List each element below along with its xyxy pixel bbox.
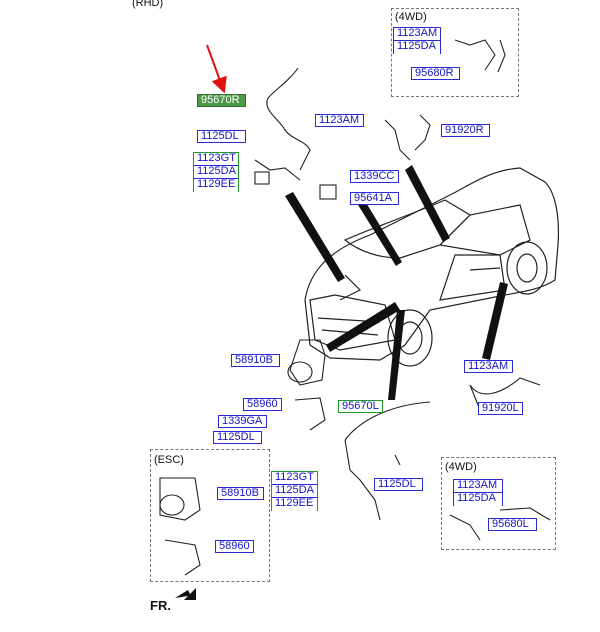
fourwd-bottom-box — [441, 457, 556, 550]
part-1123am-mid[interactable]: 1123AM — [315, 114, 364, 127]
fourwd-top-caption: (4WD) — [395, 11, 427, 23]
part-95680l[interactable]: 95680L — [488, 518, 537, 531]
part-1123am-fourwd-top[interactable]: 1123AM — [394, 28, 440, 41]
leader-strokes — [285, 165, 508, 400]
part-58960-esc[interactable]: 58960 — [215, 540, 254, 553]
rhd-caption: (RHD) — [132, 0, 164, 9]
esc-caption: (ESC) — [154, 454, 184, 466]
part-1123gt-bottom[interactable]: 1123GT — [272, 472, 317, 485]
part-95680r[interactable]: 95680R — [411, 67, 460, 80]
group-fourwd-top: 1123AM 1125DA — [393, 27, 441, 54]
part-1125da-top[interactable]: 1125DA — [194, 166, 238, 179]
red-pointer-arrow — [206, 44, 227, 94]
fourwd-top-box — [391, 8, 519, 97]
part-95670r[interactable]: 95670R — [197, 94, 246, 107]
part-91920r[interactable]: 91920R — [441, 124, 490, 137]
group-fourwd-bottom: 1123AM 1125DA — [453, 479, 503, 506]
part-1125dl-mid[interactable]: 1125DL — [213, 431, 262, 444]
group-bottom: 1123GT 1125DA 1129EE — [271, 471, 318, 511]
front-direction-arrow — [175, 588, 196, 600]
part-1125dl-top[interactable]: 1125DL — [197, 130, 246, 143]
part-58960-mid[interactable]: 58960 — [243, 398, 282, 411]
part-91920l[interactable]: 91920L — [478, 402, 523, 415]
part-95641a[interactable]: 95641A — [350, 192, 399, 205]
group-top-left: 1123GT 1125DA 1129EE — [193, 152, 239, 192]
part-1123gt-top[interactable]: 1123GT — [194, 153, 238, 166]
part-58910b-mid[interactable]: 58910B — [231, 354, 280, 367]
part-1125da-fourwd-bottom[interactable]: 1125DA — [454, 493, 502, 506]
fourwd-bottom-caption: (4WD) — [445, 461, 477, 473]
part-1339ga[interactable]: 1339GA — [218, 415, 267, 428]
part-1129ee-bottom[interactable]: 1129EE — [272, 498, 317, 511]
part-1125da-bottom[interactable]: 1125DA — [272, 485, 317, 498]
part-1339cc[interactable]: 1339CC — [350, 170, 399, 183]
esc-box — [150, 449, 270, 582]
part-95670l[interactable]: 95670L — [338, 400, 383, 413]
part-58910b-esc[interactable]: 58910B — [217, 487, 264, 500]
front-label: FR. — [150, 598, 171, 613]
part-1125da-fourwd-top[interactable]: 1125DA — [394, 41, 440, 54]
part-1125dl-bottom[interactable]: 1125DL — [374, 478, 423, 491]
part-1129ee-top[interactable]: 1129EE — [194, 179, 238, 192]
sensor-wiring — [159, 39, 551, 576]
part-1123am-fourwd-bottom[interactable]: 1123AM — [454, 480, 502, 493]
part-1123am-rear[interactable]: 1123AM — [464, 360, 513, 373]
